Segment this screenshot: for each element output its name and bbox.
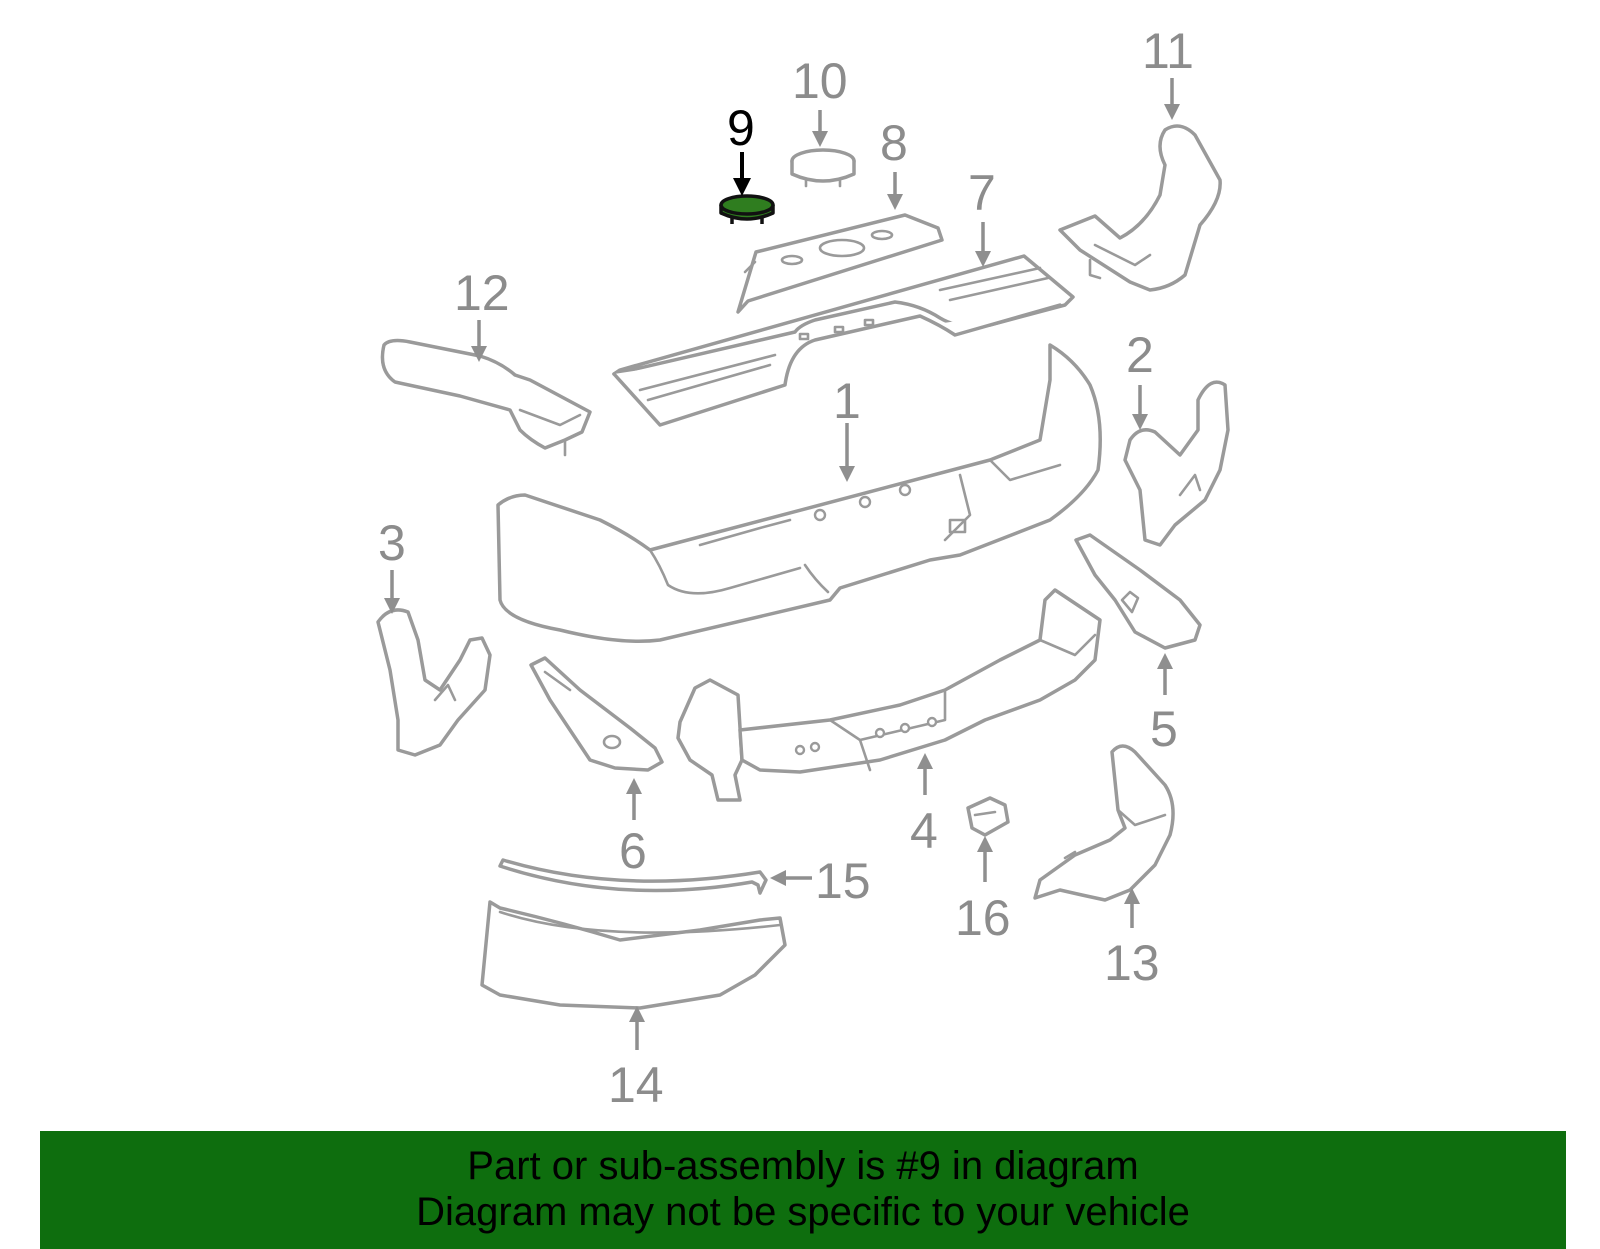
callout-12: 12 (454, 265, 510, 321)
callout-16: 16 (955, 890, 1011, 946)
callout-5: 5 (1150, 701, 1178, 757)
part-11-bracket[interactable] (1058, 124, 1222, 292)
callout-arrow-9 (733, 152, 751, 196)
callout-7: 7 (968, 165, 996, 221)
callout-8: 8 (880, 115, 908, 171)
part-3-bracket[interactable] (376, 608, 492, 757)
callout-2: 2 (1126, 327, 1154, 383)
callout-3: 3 (378, 515, 406, 571)
parts-diagram: 1 2 3 4 5 6 7 8 9 10 11 12 13 14 15 16 (376, 23, 1230, 1113)
part-8-step-pad[interactable] (736, 213, 944, 314)
part-13-cover[interactable] (1033, 744, 1175, 902)
callout-13: 13 (1104, 935, 1160, 991)
part-16-clip[interactable] (966, 796, 1010, 837)
part-2-bracket[interactable] (1123, 380, 1230, 547)
part-10-cap[interactable] (790, 148, 856, 188)
callout-9: 9 (727, 100, 755, 156)
part-12-bracket[interactable] (380, 338, 592, 457)
callout-arrows (384, 78, 1180, 1050)
part-15-molding[interactable] (498, 858, 768, 895)
banner-line-part-info: Part or sub-assembly is #9 in diagram (467, 1144, 1139, 1188)
part-4-reinforcement[interactable] (676, 588, 1102, 802)
part-7-step-bar[interactable] (612, 254, 1075, 427)
part-6-bracket[interactable] (529, 656, 664, 772)
callout-1: 1 (833, 373, 861, 429)
callout-15: 15 (815, 853, 871, 909)
part-14-valance[interactable] (480, 900, 787, 1010)
info-banner: Part or sub-assembly is #9 in diagram Di… (40, 1131, 1566, 1249)
banner-line-disclaimer: Diagram may not be specific to your vehi… (416, 1190, 1190, 1234)
callout-10: 10 (792, 53, 848, 109)
part-5-bracket[interactable] (1074, 533, 1202, 650)
callout-6: 6 (619, 823, 647, 879)
part-9-cap-highlighted[interactable] (719, 194, 775, 224)
callout-14: 14 (608, 1057, 664, 1113)
callout-4: 4 (910, 803, 938, 859)
callout-11: 11 (1142, 23, 1194, 79)
part-1-bumper[interactable] (496, 343, 1102, 643)
